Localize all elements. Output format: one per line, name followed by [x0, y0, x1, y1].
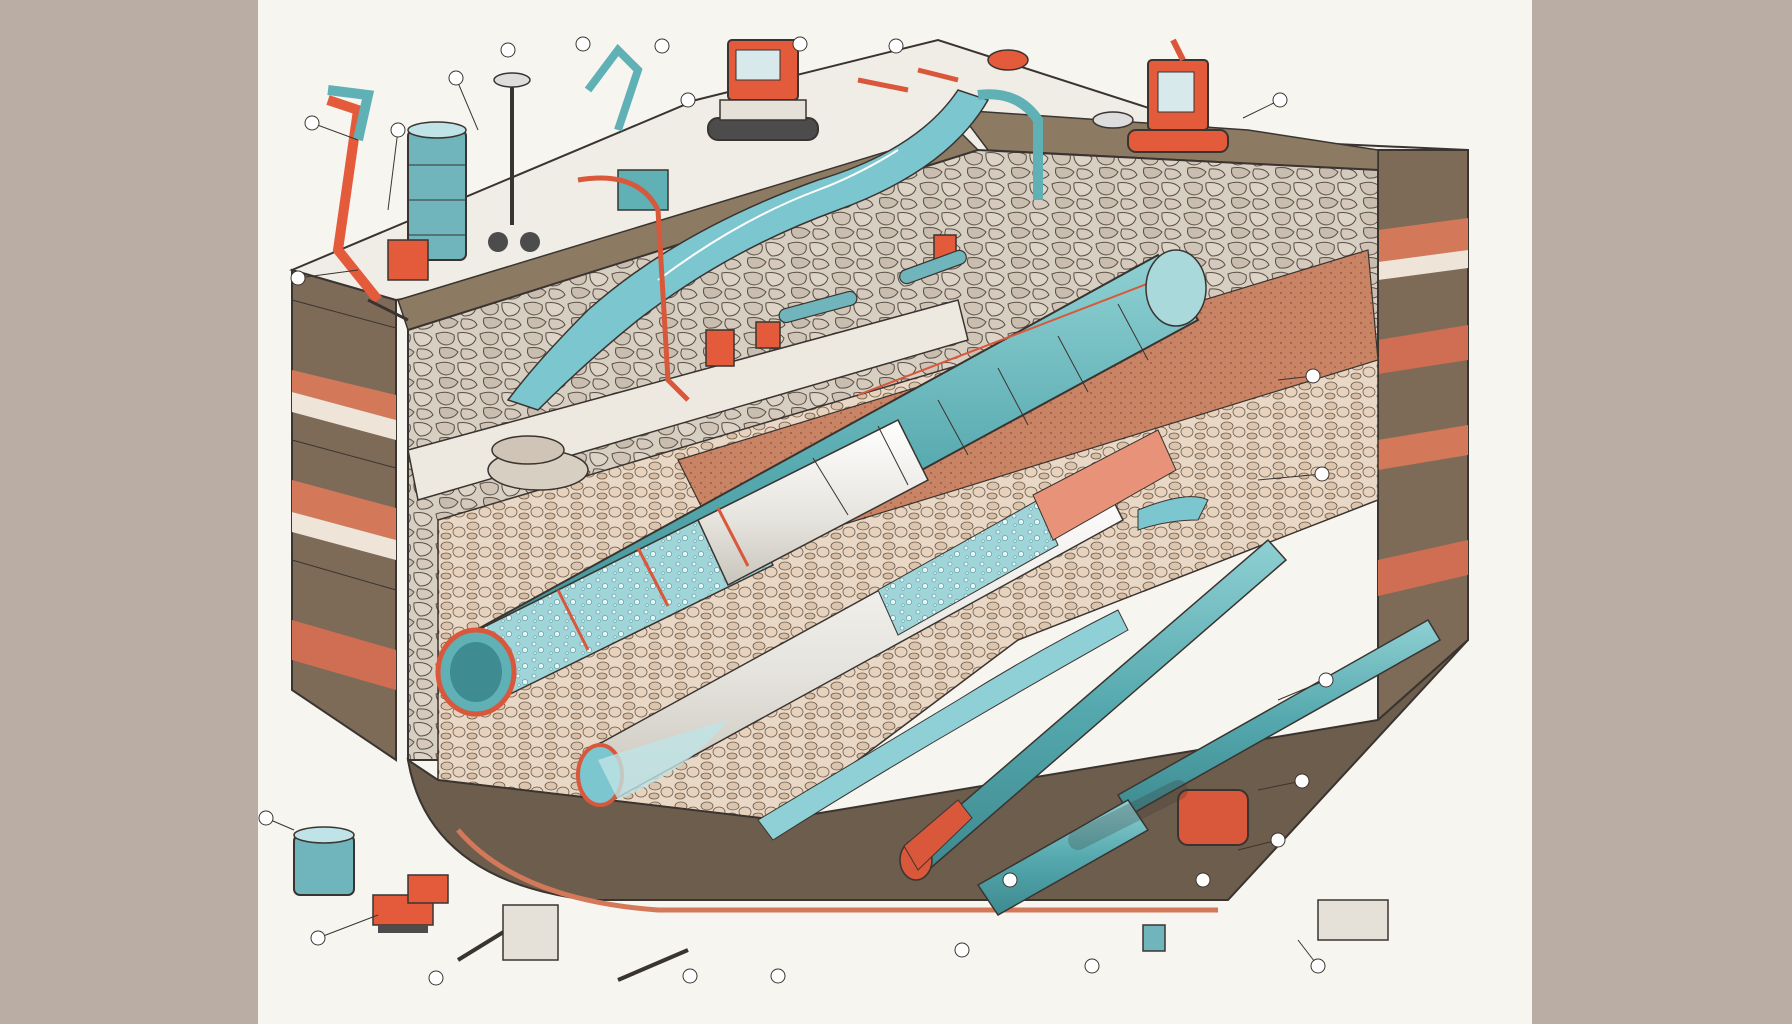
- callout-marker: [310, 930, 326, 946]
- callout-marker: [1272, 92, 1288, 108]
- callout-marker: [1318, 672, 1334, 688]
- callout-marker: [770, 968, 786, 984]
- callout-marker: [682, 968, 698, 984]
- tool-box-icon: [502, 904, 559, 961]
- callout-marker: [428, 970, 444, 986]
- surface-creek: [506, 89, 990, 411]
- pipe-segments-top: [778, 89, 1043, 324]
- callout-marker: [575, 36, 591, 52]
- hydraulic-boom-icon: [326, 85, 409, 322]
- callout-marker: [304, 115, 320, 131]
- left-margin-panel: [0, 0, 258, 1024]
- main-teal-pipe: [435, 249, 1207, 717]
- callout-marker: [680, 92, 696, 108]
- pipe-roll-icon: [387, 121, 467, 281]
- right-strata-face: [1377, 149, 1469, 723]
- pipe-trench-cutaway-diagram: [258, 36, 1469, 986]
- callout-marker: [1294, 773, 1310, 789]
- callout-marker: [1084, 958, 1100, 974]
- hose-pipe-icon: [577, 175, 690, 402]
- compactor-icon: [372, 874, 449, 933]
- callout-marker: [1002, 872, 1018, 888]
- service-pipe: [899, 496, 1288, 881]
- callout-marker: [1314, 466, 1330, 482]
- callout-marker: [258, 810, 274, 826]
- callout-marker: [654, 38, 670, 54]
- jack-stand-icon: [1177, 789, 1249, 846]
- long-teal-pipe: [976, 618, 1442, 916]
- callout-marker: [1195, 872, 1211, 888]
- callout-marker: [500, 42, 516, 58]
- pipe-coupling-icon: [293, 826, 355, 896]
- callout-marker: [1270, 832, 1286, 848]
- callout-marker: [448, 70, 464, 86]
- callout-marker: [954, 942, 970, 958]
- crowbar-icon: [617, 948, 689, 982]
- small-fittings: [1142, 899, 1389, 952]
- leaking-water-stream: [757, 609, 1129, 841]
- callout-marker: [888, 38, 904, 54]
- crawler-crane-icon: [1127, 38, 1229, 153]
- callout-markers: [258, 36, 1334, 986]
- surface-tools: [857, 49, 1134, 129]
- callout-marker: [1310, 958, 1326, 974]
- illustration-canvas: [258, 0, 1532, 1024]
- callout-marker: [390, 122, 406, 138]
- hand-truck-icon: [488, 72, 540, 252]
- callout-marker: [290, 270, 306, 286]
- callout-marker: [1305, 368, 1321, 384]
- left-strata-face: [291, 268, 397, 762]
- excavator-icon: [707, 39, 819, 141]
- callout-marker: [792, 36, 808, 52]
- right-margin-panel: [1532, 0, 1792, 1024]
- stone-pile-icon: [487, 435, 589, 491]
- secondary-pipe: [576, 429, 1177, 807]
